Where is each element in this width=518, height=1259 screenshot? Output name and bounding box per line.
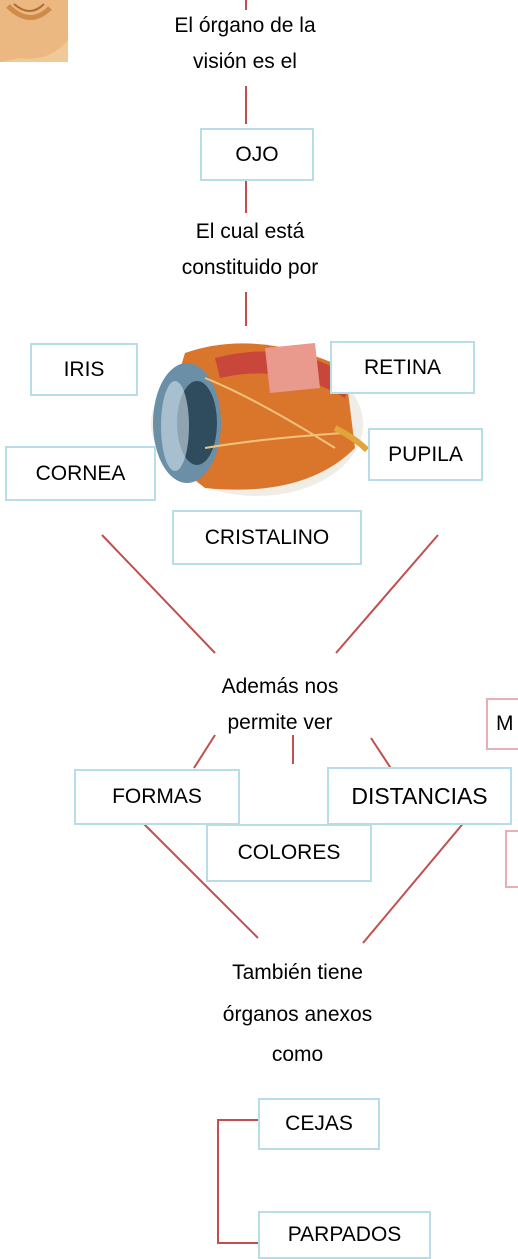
tambien-line-1: También tiene [232, 961, 363, 984]
constituido-line-1: El cual está [195, 220, 305, 243]
tambien-line-3: como [271, 1043, 324, 1066]
constituido-line-2: constituido por [181, 256, 319, 279]
box-parpados: PARPADOS [258, 1211, 431, 1259]
box-retina: RETINA [330, 341, 475, 394]
box-ojo: OJO [200, 128, 314, 181]
organo-line-2: visión es el [193, 50, 297, 73]
ademas-line-1: Además nos [221, 675, 339, 698]
ademas-label: Además nos permite ver [195, 669, 365, 741]
organo-label: El órgano de la visión es el [155, 8, 335, 80]
box-cornea: CORNEA [5, 446, 156, 501]
tambien-line-2: órganos anexos [222, 1003, 373, 1026]
constituido-label: El cual está constituido por [160, 214, 340, 286]
box-cejas: CEJAS [258, 1098, 380, 1150]
box-pupila: PUPILA [368, 428, 483, 481]
box-cristalino: CRISTALINO [172, 510, 362, 565]
ademas-line-2: permite ver [227, 711, 333, 734]
box-formas: FORMAS [74, 769, 240, 825]
box-cut-right: M [486, 698, 518, 750]
organo-line-1: El órgano de la [174, 14, 316, 37]
eye-anatomy-illustration [145, 338, 370, 498]
box-cut-right-label: M [496, 712, 514, 735]
box-colores: COLORES [206, 824, 372, 882]
tambien-label: También tiene órganos anexos como [210, 955, 385, 1073]
box-distancias: DISTANCIAS [327, 767, 512, 825]
ear-illustration [0, 0, 68, 62]
box-cut-right-lower [505, 830, 518, 888]
box-iris: IRIS [30, 343, 138, 396]
